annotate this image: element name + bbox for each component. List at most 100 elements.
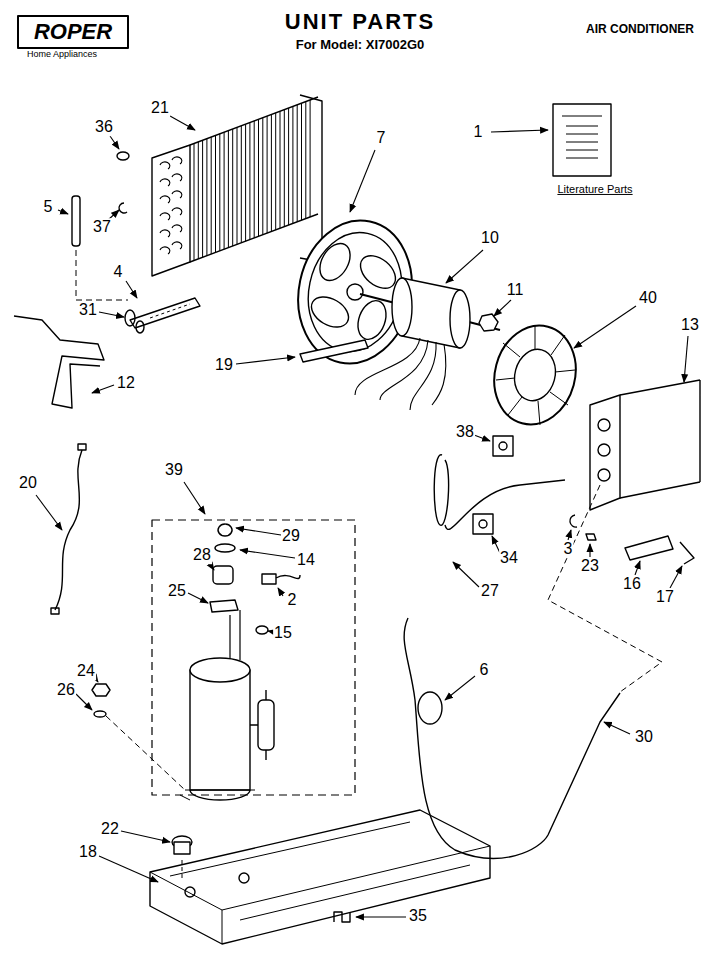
callout-number: 35 — [408, 907, 428, 925]
leader-lines — [453, 562, 479, 587]
callout-number: 29 — [281, 527, 301, 545]
logo-box — [18, 16, 128, 48]
leader-lines — [121, 831, 170, 842]
insulation-bar — [300, 340, 368, 362]
clip — [334, 912, 350, 922]
leader-lines — [445, 676, 475, 700]
rod — [72, 196, 128, 300]
leader-lines — [36, 116, 688, 917]
leader-lines — [491, 130, 548, 132]
condenser-fins — [194, 100, 310, 261]
callout-number: 27 — [480, 582, 500, 600]
coil-bracket — [130, 298, 200, 328]
brand-logo: ROPER — [33, 20, 113, 44]
leader-lines — [574, 306, 636, 348]
callout-number: 30 — [634, 728, 654, 746]
small-fittings — [625, 536, 673, 560]
compressor — [190, 790, 250, 800]
evaporator-coil — [598, 419, 610, 431]
coil-bracket — [150, 304, 190, 318]
leader-lines — [589, 544, 590, 557]
nut-washer — [106, 716, 185, 790]
clip — [334, 912, 350, 922]
capillary-tube — [418, 692, 442, 724]
leader-lines — [210, 564, 214, 570]
blower-wheel — [483, 316, 586, 433]
leader-lines — [684, 336, 688, 382]
callout-number: 24 — [76, 662, 96, 680]
base-pan — [239, 873, 249, 883]
leader-lines — [92, 385, 114, 393]
wire-harness — [51, 608, 59, 614]
base-pan — [182, 860, 183, 880]
leader-lines — [356, 916, 406, 917]
coil-bracket — [125, 298, 200, 333]
leader-lines — [99, 856, 158, 882]
condenser-fan — [285, 210, 424, 374]
callout-number: 6 — [479, 661, 490, 679]
product-type: AIR CONDITIONER — [585, 23, 695, 36]
compressor — [250, 690, 266, 760]
small-clip — [117, 152, 129, 213]
compressor — [190, 670, 250, 790]
condenser-coil — [160, 157, 182, 254]
evaporator-coil — [620, 380, 700, 498]
fan-motor — [355, 278, 500, 410]
compressor-group-outline — [152, 520, 355, 795]
blower-wheel — [496, 325, 575, 425]
callout-number: 28 — [192, 546, 212, 564]
callout-number: 26 — [56, 681, 76, 699]
condenser-coil — [190, 97, 318, 262]
compressor — [180, 790, 255, 800]
condenser-coil — [152, 95, 322, 276]
evaporator-coil — [598, 444, 610, 456]
small-clip — [119, 203, 127, 213]
callout-number: 1 — [473, 123, 484, 141]
callout-number: 25 — [167, 582, 187, 600]
fan-motor — [450, 290, 470, 348]
callout-number: 16 — [622, 575, 642, 593]
wire-harness — [55, 450, 82, 610]
condenser-coil — [152, 145, 190, 276]
small-fittings — [570, 515, 577, 527]
callout-number: 38 — [455, 423, 475, 441]
page-title: UNIT PARTS — [285, 10, 435, 34]
condenser-coil — [300, 95, 322, 262]
blower-wheel — [483, 316, 586, 433]
compressor — [180, 524, 300, 800]
condenser-fan — [285, 210, 424, 374]
callout-number: 3 — [563, 540, 574, 558]
leader-lines — [635, 561, 640, 575]
callout-number: 23 — [580, 557, 600, 575]
literature-booklet — [553, 104, 611, 176]
callout-number: 37 — [92, 218, 112, 236]
callout-number: 13 — [680, 316, 700, 334]
compressor — [215, 524, 235, 552]
discharge-tube — [14, 316, 104, 408]
rod — [72, 196, 80, 246]
base-pan — [150, 810, 490, 944]
compressor-group-outline — [152, 520, 355, 795]
nut-washer — [92, 684, 110, 696]
leader-lines — [236, 528, 281, 535]
evaporator-coil — [598, 469, 610, 481]
leader-lines — [188, 593, 208, 603]
leader-lines — [568, 530, 571, 540]
condenser-fan — [353, 297, 391, 343]
gasket — [473, 514, 493, 534]
brand-tagline: Home Appliances — [26, 50, 98, 60]
evaporator-coil — [590, 395, 620, 510]
callout-number: 12 — [116, 374, 136, 392]
base-pan — [150, 810, 490, 944]
gasket — [493, 436, 513, 456]
suction-tube — [434, 455, 565, 530]
leader-lines — [604, 722, 630, 734]
leader-lines — [670, 566, 682, 588]
insulation-bar — [300, 340, 368, 362]
literature-booklet — [562, 116, 602, 158]
condenser-fan — [298, 224, 413, 361]
callout-number: 19 — [214, 356, 234, 374]
fan-motor — [355, 338, 446, 410]
